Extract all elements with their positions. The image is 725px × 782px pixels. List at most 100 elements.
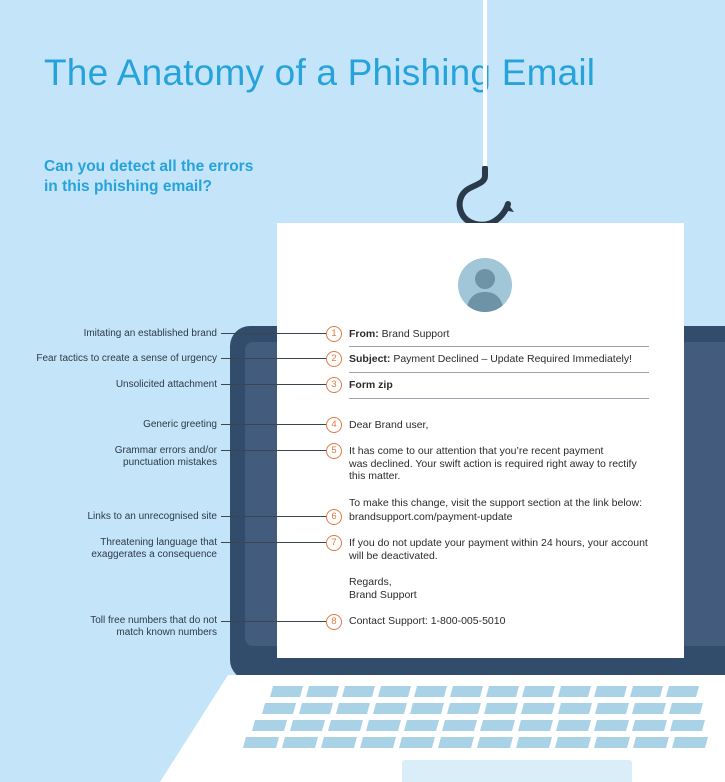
- keyboard-key: [252, 720, 287, 731]
- annotation-line: Grammar errors and/or: [114, 445, 217, 456]
- annotation-line: Links to an unrecognised site: [87, 511, 217, 522]
- keyboard-key: [373, 703, 407, 714]
- keyboard-key: [399, 737, 435, 748]
- connector-line: [221, 542, 326, 543]
- subtitle-line: in this phishing email?: [44, 178, 212, 195]
- keyboard-key: [672, 737, 708, 748]
- annotation-7: Threatening language that exaggerates a …: [91, 537, 217, 561]
- keyboard-key: [477, 737, 513, 748]
- annotation-line: Fear tactics to create a sense of urgenc…: [36, 353, 217, 364]
- keyboard-key: [342, 686, 375, 697]
- annotation-line: Threatening language that: [100, 537, 217, 548]
- divider: [349, 346, 649, 347]
- keyboard-key: [484, 703, 518, 714]
- marker-3: 3: [326, 377, 342, 393]
- keyboard-key: [328, 720, 363, 731]
- attachment-name: Form zip: [349, 379, 393, 391]
- body-line: It has come to our attention that you’re…: [349, 445, 604, 457]
- keyboard-key: [558, 703, 592, 714]
- connector-line: [221, 424, 326, 425]
- keyboard-key: [632, 720, 667, 731]
- email-link-intro: To make this change, visit the support s…: [349, 497, 642, 509]
- keyboard-key: [630, 686, 663, 697]
- keyboard-key: [404, 720, 439, 731]
- keyboard-key: [558, 686, 591, 697]
- keyboard-key: [450, 686, 483, 697]
- keyboard-key: [632, 703, 666, 714]
- connector-line: [221, 358, 326, 359]
- annotation-line: Unsolicited attachment: [115, 379, 217, 390]
- page-title: The Anatomy of a Phishing Email: [44, 52, 596, 93]
- keyboard-key: [438, 737, 474, 748]
- keyboard-key: [366, 720, 401, 731]
- email-threat: If you do not update your payment within…: [349, 537, 648, 562]
- connector-line: [221, 516, 326, 517]
- subject-label: Subject:: [349, 353, 391, 365]
- signoff-line: Brand Support: [349, 588, 417, 601]
- divider: [349, 398, 649, 399]
- annotation-6: Links to an unrecognised site: [87, 511, 217, 523]
- keyboard-key: [486, 686, 519, 697]
- keyboard-key: [594, 720, 629, 731]
- keyboard-key: [555, 737, 591, 748]
- connector-line: [221, 333, 326, 334]
- marker-6: 6: [326, 509, 342, 525]
- annotation-line: Imitating an established brand: [83, 328, 217, 339]
- subtitle-line: Can you detect all the errors: [44, 158, 254, 175]
- body-line: this matter.: [349, 470, 401, 482]
- keyboard-key: [669, 703, 703, 714]
- keyboard-key: [360, 737, 396, 748]
- subtitle: Can you detect all the errors in this ph…: [44, 157, 253, 197]
- keyboard-key: [633, 737, 669, 748]
- keyboard-key: [270, 686, 303, 697]
- keyboard-key: [594, 737, 630, 748]
- keyboard-key: [262, 703, 296, 714]
- keyboard-key: [522, 686, 555, 697]
- email-greeting: Dear Brand user,: [349, 419, 429, 431]
- marker-4: 4: [326, 417, 342, 433]
- keyboard-key: [666, 686, 699, 697]
- connector-line: [221, 621, 326, 622]
- keyboard-key: [442, 720, 477, 731]
- email-link[interactable]: brandsupport.com/payment-update: [349, 511, 513, 523]
- keyboard-key: [306, 686, 339, 697]
- email-signoff: Regards, Brand Support: [349, 576, 417, 601]
- connector-line: [221, 450, 326, 451]
- annotation-line: Toll free numbers that do not: [90, 615, 217, 626]
- marker-8: 8: [326, 614, 342, 630]
- signoff-line: Regards,: [349, 576, 392, 588]
- keyboard-key: [378, 686, 411, 697]
- keyboard-key: [518, 720, 553, 731]
- annotation-line: punctuation mistakes: [123, 457, 217, 468]
- keyboard-key: [670, 720, 705, 731]
- fishing-line: [483, 0, 487, 168]
- email-contact: Contact Support: 1-800-005-5010: [349, 615, 506, 627]
- keyboard-key: [410, 703, 444, 714]
- from-value: Brand Support: [378, 328, 450, 340]
- annotation-2: Fear tactics to create a sense of urgenc…: [36, 353, 217, 365]
- body-line: was declined. Your swift action is requi…: [349, 457, 637, 470]
- keyboard-key: [299, 703, 333, 714]
- from-label: From:: [349, 328, 379, 340]
- email-attachment: Form zip: [349, 379, 393, 392]
- threat-line: will be deactivated.: [349, 549, 438, 562]
- email-subject: Subject: Payment Declined – Update Requi…: [349, 353, 632, 366]
- annotation-line: match known numbers: [116, 627, 217, 638]
- keyboard-key: [414, 686, 447, 697]
- marker-7: 7: [326, 535, 342, 551]
- keyboard-key: [516, 737, 552, 748]
- keyboard-key: [594, 686, 627, 697]
- email-body: It has come to our attention that you’re…: [349, 445, 637, 483]
- threat-line: If you do not update your payment within…: [349, 537, 648, 549]
- annotation-1: Imitating an established brand: [84, 328, 217, 340]
- divider: [349, 372, 649, 373]
- keyboard-key: [282, 737, 318, 748]
- keyboard-key: [336, 703, 370, 714]
- keyboard-key: [480, 720, 515, 731]
- annotation-3: Unsolicited attachment: [116, 379, 217, 391]
- keyboard-key: [243, 737, 279, 748]
- keyboard-key: [556, 720, 591, 731]
- keyboard-key: [521, 703, 555, 714]
- keyboard-key: [321, 737, 357, 748]
- keyboard-key: [447, 703, 481, 714]
